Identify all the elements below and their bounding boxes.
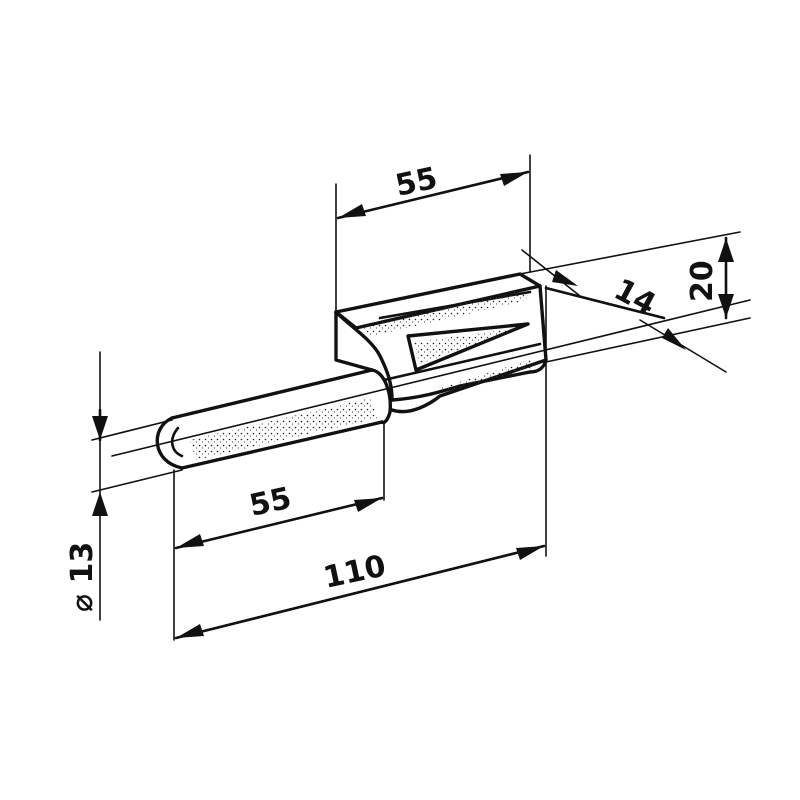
- head-left-bevel: [334, 310, 394, 402]
- head-groove: [382, 342, 542, 382]
- dim-line-110: [174, 544, 546, 640]
- label-diameter: ⌀ 13: [65, 542, 100, 612]
- dim-line-shank-55: [174, 496, 384, 550]
- triangular-recess: [406, 322, 530, 372]
- arrow-dia-top: [92, 416, 108, 440]
- arrow-14-lower: [662, 328, 686, 350]
- ext-height-top: [519, 231, 741, 275]
- shank-top-edge: [170, 368, 374, 420]
- shank-bottom-edge: [180, 420, 384, 470]
- shank-stipple: [190, 398, 378, 460]
- label-height: 20: [685, 260, 720, 302]
- dimension-lines: [92, 170, 734, 640]
- arrow-110-left: [176, 624, 204, 638]
- label-top-length: 55: [392, 161, 440, 204]
- head-top-stipple: [360, 290, 528, 336]
- head-lower-taper: [390, 358, 548, 414]
- arrow-110-right: [516, 546, 544, 560]
- arrow-14-upper: [552, 270, 578, 286]
- label-total-length: 110: [320, 549, 389, 596]
- dim-line-top-55: [336, 170, 530, 220]
- arrow-top-55-left: [338, 204, 366, 218]
- arrow-top-55-right: [500, 172, 528, 186]
- ext-height-bottom: [545, 317, 751, 363]
- centre-line: [111, 299, 751, 457]
- arrow-shank-55-left: [176, 534, 204, 548]
- arrow-20-top: [718, 238, 734, 262]
- shank-end-cap: [155, 416, 184, 470]
- extension-lines: [91, 154, 751, 641]
- arrow-shank-55-right: [354, 498, 382, 512]
- ext-depth-a: [521, 249, 581, 297]
- arrow-20-bottom: [718, 294, 734, 318]
- ext-dia-bottom: [91, 469, 183, 493]
- dim-line-14: [544, 286, 666, 320]
- ext-depth-b: [639, 319, 727, 373]
- head-lower-stipple: [440, 360, 532, 392]
- triangular-recess-fill: [414, 328, 520, 364]
- arrow-dia-bottom: [92, 492, 108, 516]
- shank-end-highlight: [170, 426, 184, 458]
- part-body: [155, 272, 548, 470]
- head-front-left: [334, 310, 374, 372]
- ext-dia-top: [91, 419, 173, 441]
- label-shank-length: 55: [246, 481, 294, 524]
